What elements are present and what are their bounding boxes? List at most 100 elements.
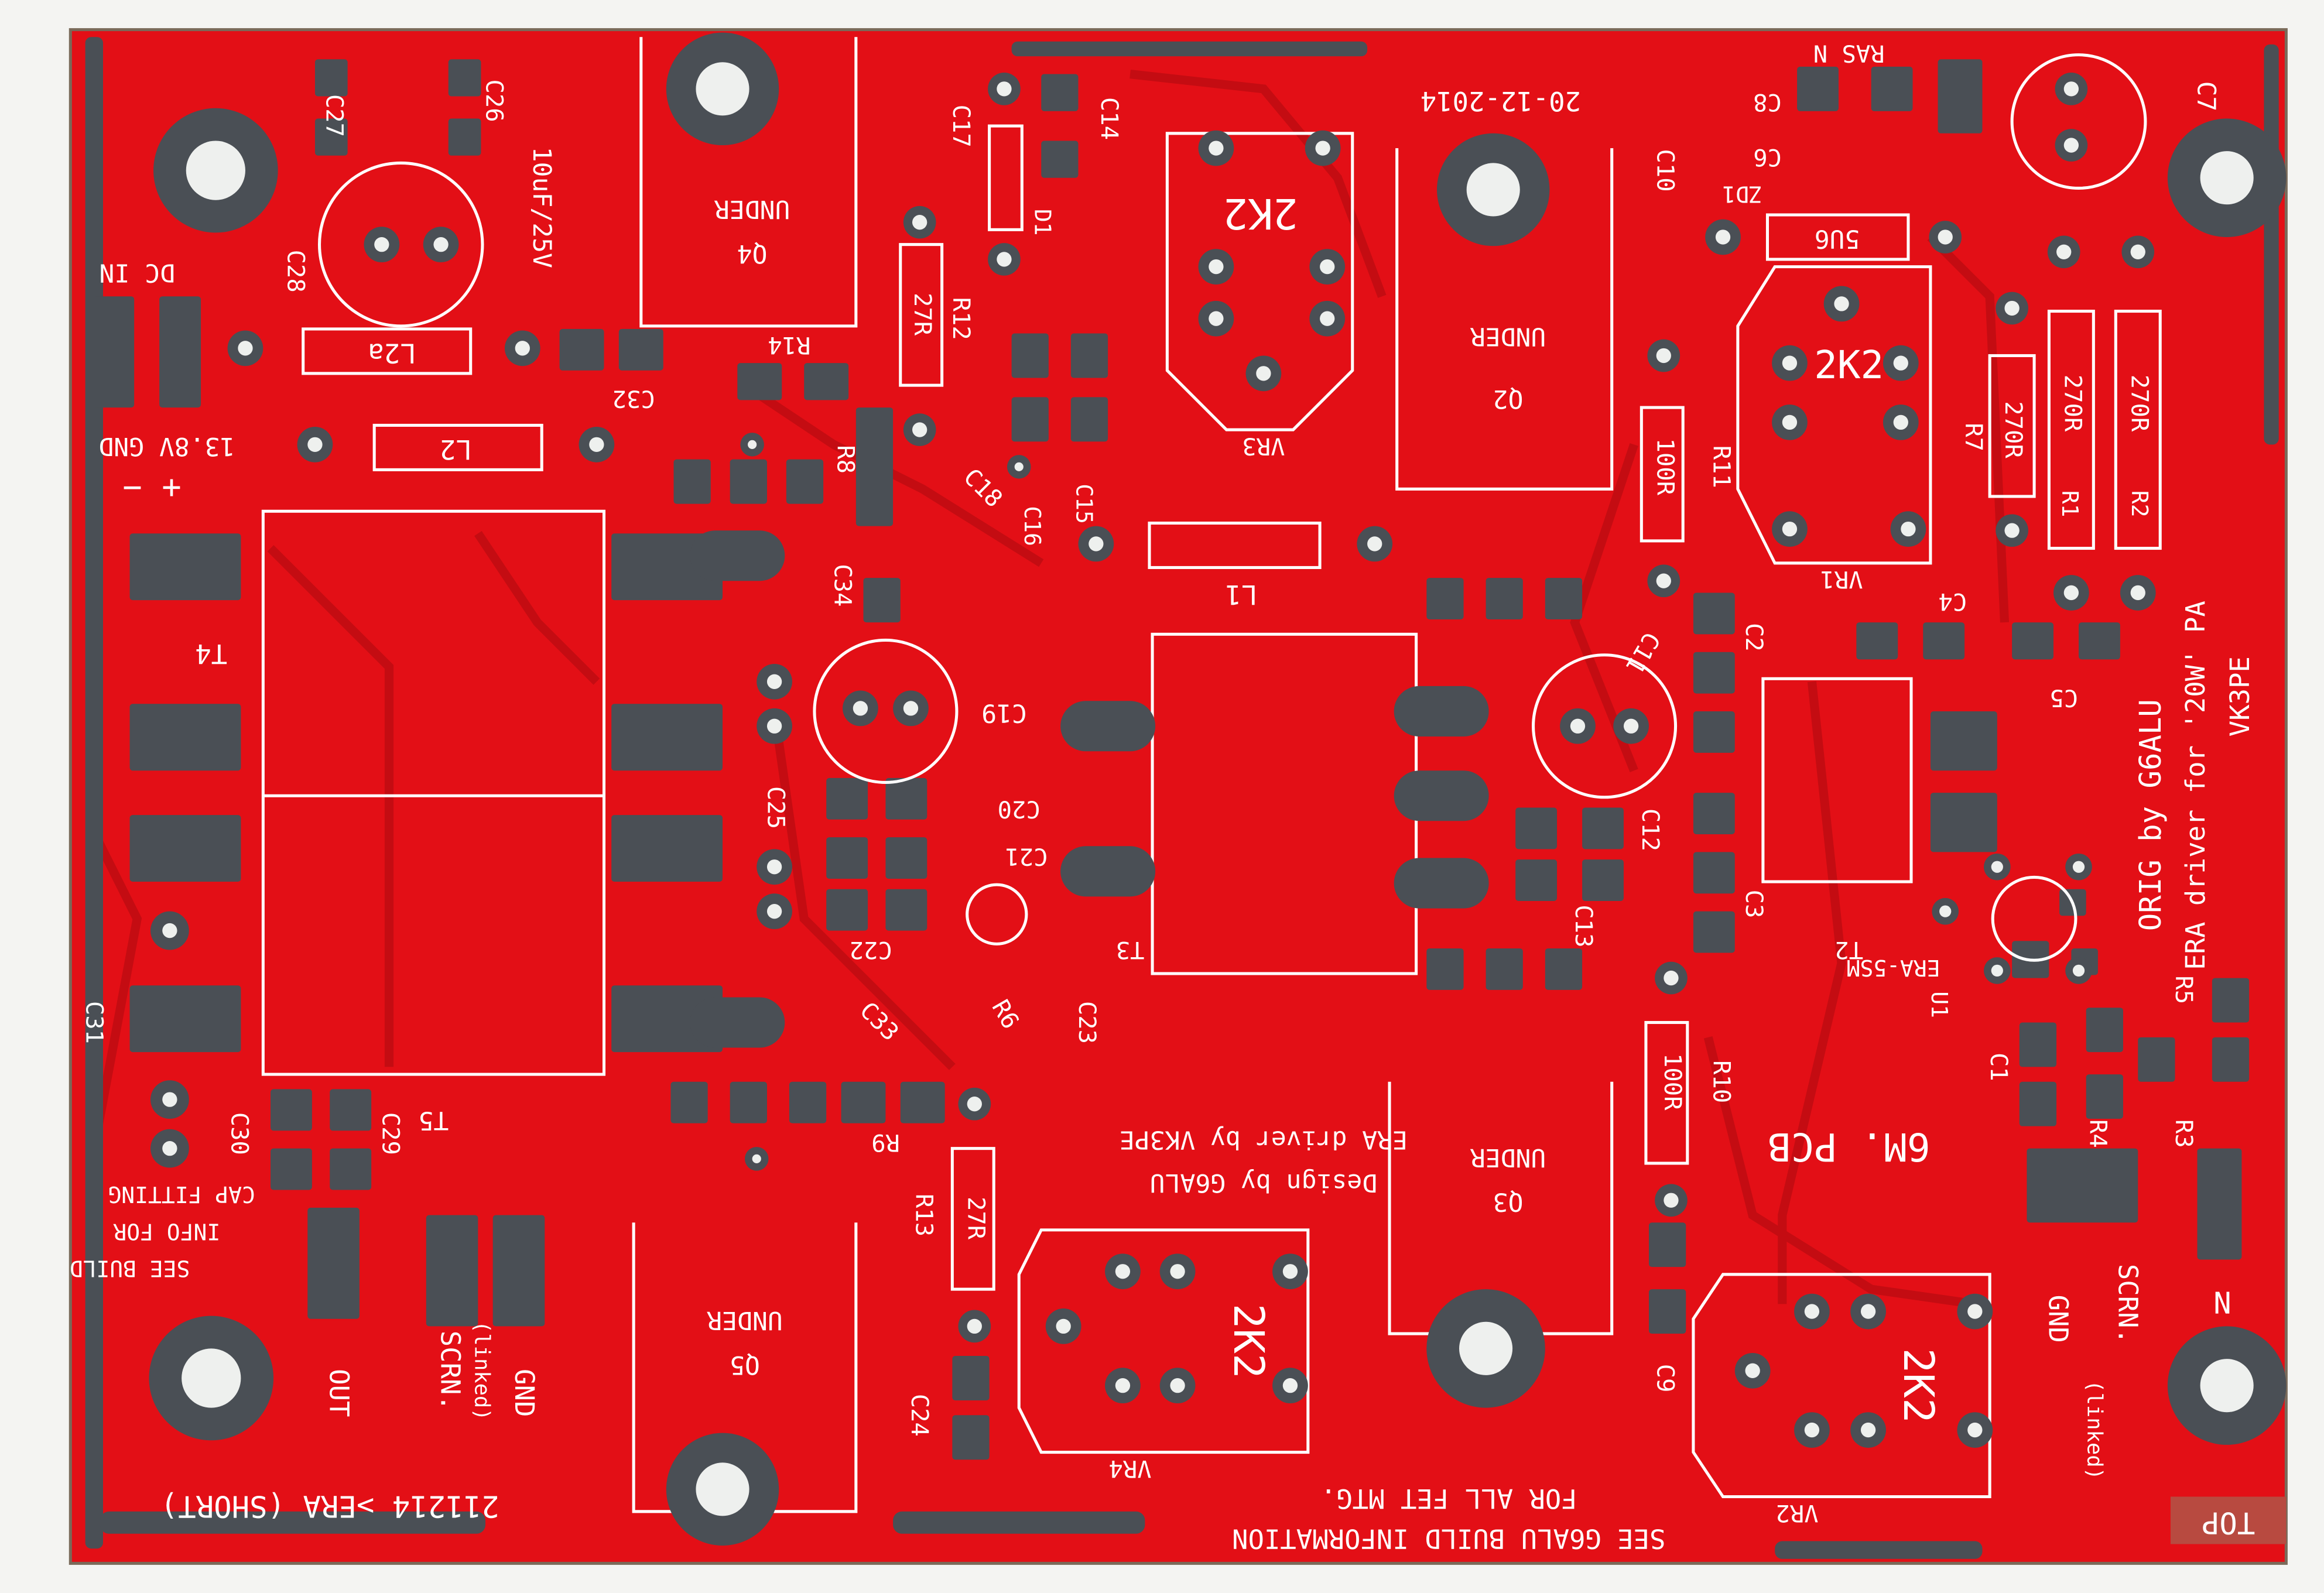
copper-traces bbox=[88, 70, 2010, 1308]
silkscreen-label-c14: C14 bbox=[1096, 97, 1124, 140]
drill-hole bbox=[2063, 585, 2079, 601]
drill-hole bbox=[903, 701, 919, 716]
smd-pad bbox=[826, 837, 868, 879]
drill-hole bbox=[1991, 861, 2003, 873]
silkscreen-label-r3: R3 bbox=[2170, 1119, 2198, 1148]
drill-hole bbox=[2072, 964, 2085, 977]
smd-pad bbox=[730, 1081, 767, 1123]
silkscreen-label-t2: T2 bbox=[1834, 936, 1863, 964]
smd-pad bbox=[1930, 793, 1997, 852]
drill-hole bbox=[766, 859, 782, 875]
drill-hole bbox=[1834, 296, 1849, 311]
smd-pad bbox=[804, 363, 849, 400]
drill-hole bbox=[1115, 1378, 1131, 1393]
smd-pad bbox=[855, 407, 894, 526]
silkscreen-label-see-build-1: SEE BUILD bbox=[70, 1256, 190, 1282]
smd-pad bbox=[2019, 1081, 2057, 1126]
oval-pad bbox=[1394, 686, 1489, 736]
silkscreen-label-cap-rating: 10uF/25V bbox=[527, 147, 556, 268]
silkscreen-label-date: 20-12-2014 bbox=[1421, 85, 1581, 117]
silkscreen-label-scrn-left: SCRN. bbox=[434, 1331, 466, 1411]
silkscreen-label-vk3pe: VK3PE bbox=[2224, 656, 2255, 736]
silkscreen-label-see-build-3: CAP FITTING bbox=[108, 1181, 255, 1207]
silkscreen-label-see-build-2: INFO FOR bbox=[113, 1218, 220, 1244]
smd-pad bbox=[952, 1415, 990, 1460]
drill-hole bbox=[162, 923, 177, 938]
silkscreen-label-t4: T4 bbox=[195, 638, 227, 669]
smd-pad bbox=[330, 1089, 372, 1131]
smd-pad bbox=[786, 459, 824, 504]
silkscreen-label-zd1-val: 5U6 bbox=[1815, 224, 1860, 253]
drill-hole bbox=[1938, 229, 1953, 245]
smd-pad bbox=[314, 59, 348, 97]
drill-hole bbox=[752, 1154, 761, 1163]
silkscreen-label-c34: C34 bbox=[829, 564, 857, 607]
smd-pad bbox=[93, 296, 135, 408]
drill-hole bbox=[1466, 163, 1520, 217]
smd-pad bbox=[730, 459, 767, 504]
silkscreen-label-q4-under: UNDER bbox=[714, 194, 790, 224]
smd-pad bbox=[448, 59, 481, 97]
silkscreen-label-q3: Q3 bbox=[1493, 1187, 1524, 1217]
smd-pad bbox=[1582, 807, 1624, 849]
silkscreen-label-vr4: VR4 bbox=[1109, 1455, 1152, 1483]
drill-hole bbox=[766, 674, 782, 689]
smd-pad bbox=[1041, 141, 1079, 178]
drill-hole bbox=[1056, 1318, 1071, 1334]
smd-pad bbox=[129, 704, 241, 771]
silkscreen-label-t3: T3 bbox=[1116, 936, 1145, 964]
drill-hole bbox=[589, 437, 604, 453]
smd-pad bbox=[826, 777, 868, 820]
silkscreen-label-l2a: L2a bbox=[368, 337, 416, 368]
drill-hole bbox=[1991, 964, 2003, 977]
drill-hole bbox=[238, 341, 253, 356]
drill-hole bbox=[2056, 244, 2072, 259]
silkscreen-label-vr3: VR3 bbox=[1242, 432, 1285, 460]
smd-pad bbox=[1693, 911, 1735, 953]
drill-hole bbox=[1209, 311, 1224, 326]
silkscreen-label-out: OUT bbox=[323, 1369, 354, 1417]
smd-pad bbox=[1011, 397, 1049, 442]
drill-hole bbox=[1939, 905, 1952, 917]
smd-pad bbox=[1426, 948, 1464, 990]
drill-hole bbox=[2004, 523, 2020, 538]
silkscreen-label-linked-left: (linked) bbox=[470, 1321, 494, 1421]
silkscreen-label-c10: C10 bbox=[1651, 149, 1679, 192]
silkscreen-label-orig: ORIG by G6ALU bbox=[2133, 699, 2168, 931]
drill-hole bbox=[1459, 1321, 1513, 1375]
silkscreen-label-vr2-val: 2K2 bbox=[1894, 1348, 1943, 1423]
smd-pad bbox=[841, 1081, 886, 1123]
silkscreen-label-c29: C29 bbox=[377, 1112, 405, 1155]
smd-pad bbox=[826, 889, 868, 931]
silkscreen-label-r5: R5 bbox=[2170, 975, 2198, 1004]
smd-pad bbox=[1545, 948, 1583, 990]
silkscreen-label-r12: R12 bbox=[947, 297, 976, 340]
silkscreen-label-r8: R8 bbox=[832, 445, 860, 474]
smd-pad bbox=[1515, 807, 1558, 849]
smd-pad bbox=[426, 1215, 478, 1327]
silkscreen-label-era-driver-for: ERA driver for '20W' PA bbox=[2180, 601, 2211, 970]
smd-pad bbox=[618, 328, 663, 371]
oval-pad bbox=[1394, 770, 1489, 821]
drill-hole bbox=[1782, 521, 1798, 537]
silkscreen-label-c13: C13 bbox=[1570, 905, 1598, 947]
drill-hole bbox=[1893, 355, 1908, 371]
oval-pad bbox=[1060, 701, 1156, 752]
silkscreen-label-vr1: VR1 bbox=[1820, 566, 1863, 594]
silkscreen-label-c1: C1 bbox=[1985, 1053, 2013, 1081]
drill-hole bbox=[1967, 1422, 1983, 1438]
smd-pad bbox=[1070, 397, 1108, 442]
silkscreen-label-r12-val: 27R bbox=[909, 293, 937, 336]
smd-pad bbox=[1545, 578, 1583, 620]
smd-pad bbox=[129, 533, 241, 601]
silkscreen-label-r10: R10 bbox=[1707, 1060, 1736, 1103]
silkscreen-label-r13-val: 27R bbox=[962, 1197, 990, 1240]
silkscreen-label-c7: C7 bbox=[2192, 81, 2221, 112]
drill-hole bbox=[2063, 138, 2079, 153]
silkscreen-label-pcb: 6M. PCB bbox=[1768, 1124, 1930, 1169]
drill-hole bbox=[1804, 1304, 1820, 1319]
smd-pad bbox=[1693, 852, 1735, 894]
silkscreen-label-gnd-right: GND bbox=[2043, 1295, 2074, 1343]
drill-hole bbox=[1664, 1193, 1679, 1208]
silkscreen-label-vr4-val: 2K2 bbox=[1224, 1304, 1273, 1379]
